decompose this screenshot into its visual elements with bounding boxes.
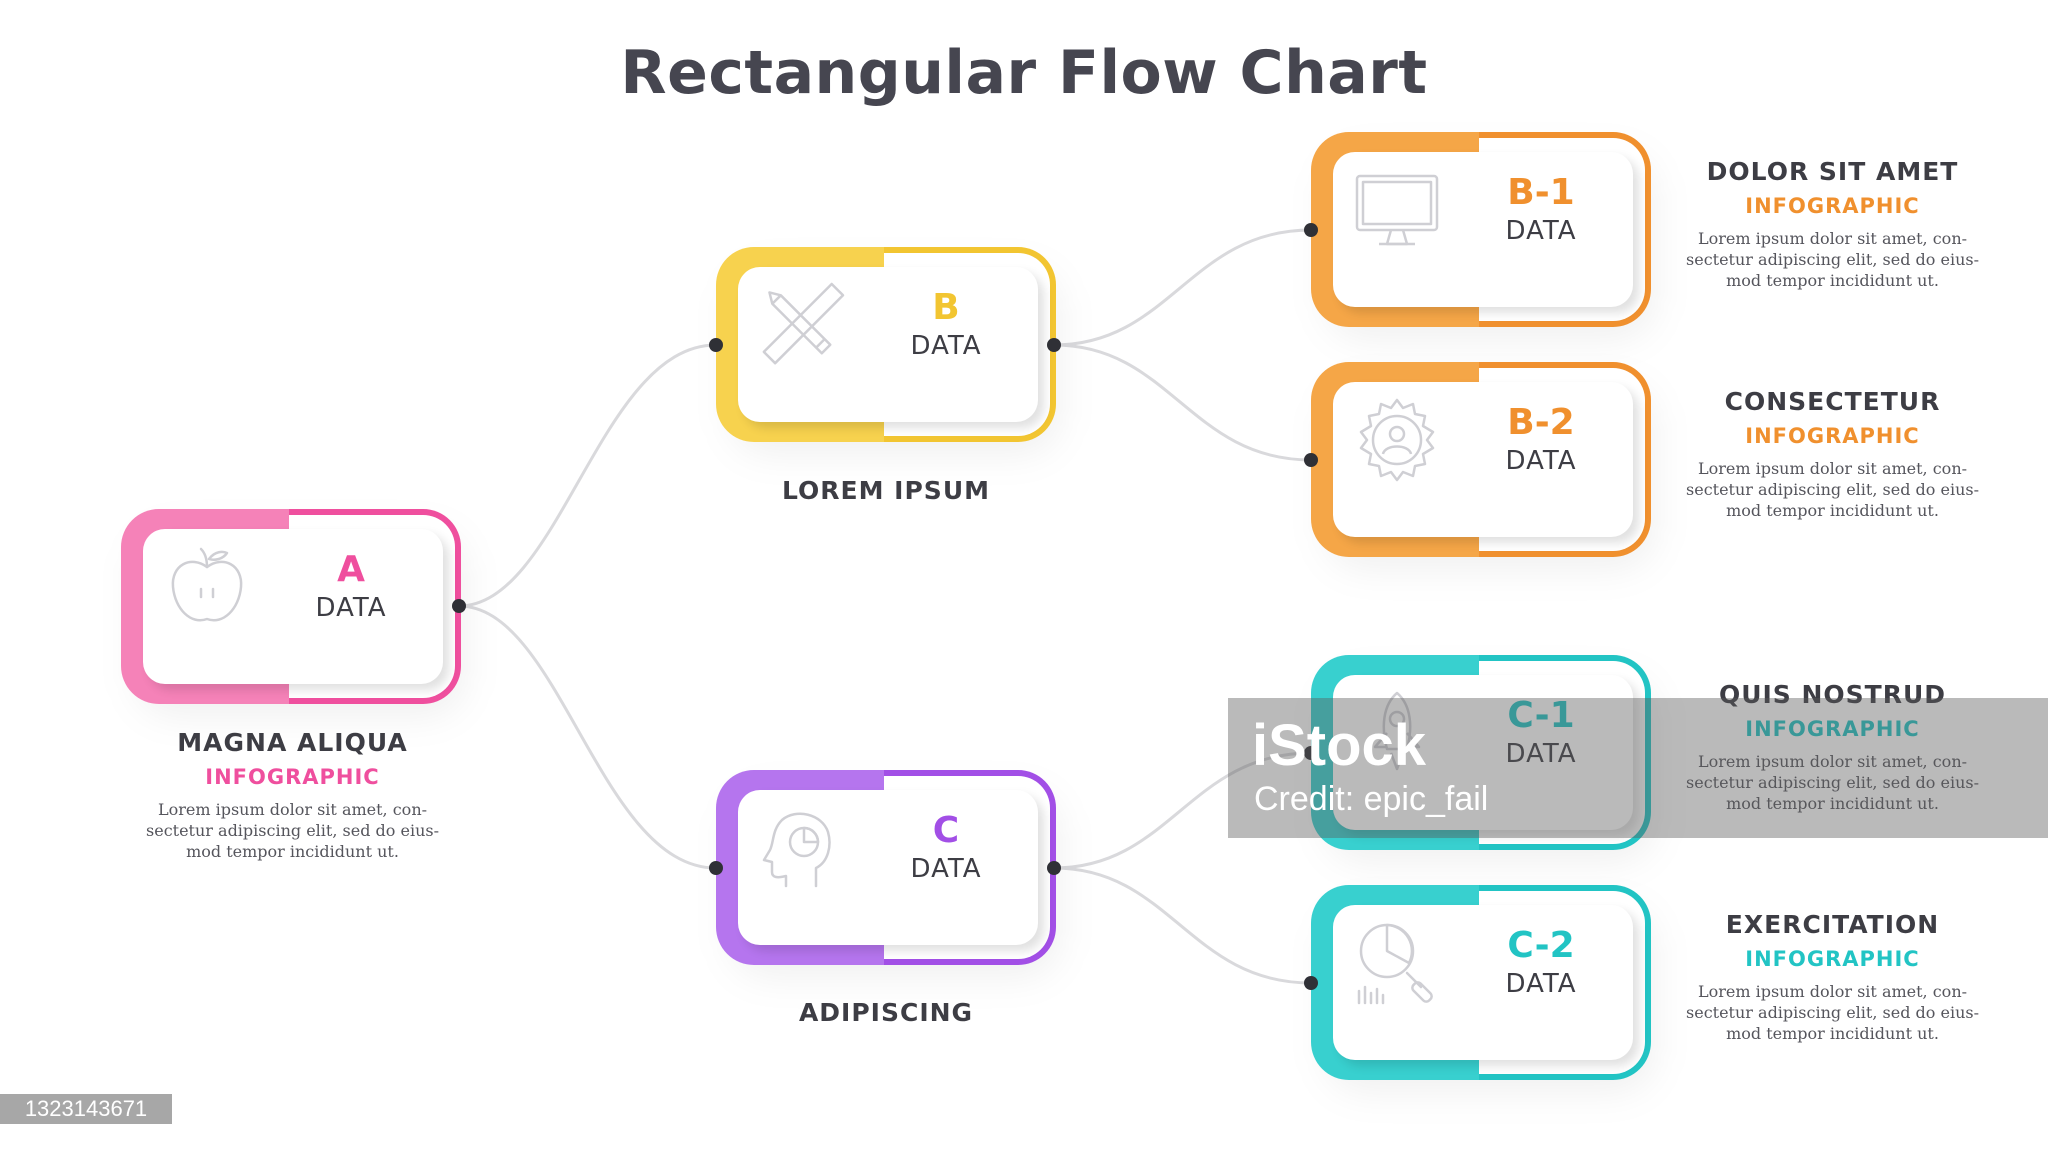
monitor-icon: [1351, 164, 1443, 256]
watermark-overlay: iStock Credit: epic_fail: [1228, 698, 2048, 838]
label-c2-desc: Lorem ipsum dolor sit amet, con-sectetur…: [1686, 982, 1979, 1043]
stock-id-badge: 1323143671: [0, 1094, 172, 1124]
node-letter: A: [337, 549, 365, 590]
label-c1-subtitle: INFOGRAPHIC: [1745, 717, 1920, 741]
connector-a-b: [458, 343, 717, 608]
node-letter: C-1: [1507, 695, 1575, 736]
rocket-icon: [1351, 687, 1443, 779]
node-letter: B: [932, 287, 960, 328]
connector-c-c1: [1053, 751, 1312, 870]
label-c-title: ADIPISCING: [798, 998, 974, 1027]
label-b-title: LOREM IPSUM: [781, 476, 990, 505]
connector-dot: [709, 861, 723, 875]
label-b2-desc: Lorem ipsum dolor sit amet, con-sectetur…: [1686, 459, 1979, 520]
node-letter: C-2: [1507, 925, 1575, 966]
page-title: Rectangular Flow Chart: [620, 38, 1428, 108]
label-b1-subtitle: INFOGRAPHIC: [1745, 194, 1920, 218]
user-gear-icon: [1351, 394, 1443, 486]
node-a: A DATA: [121, 509, 465, 716]
watermark-credit: Credit: epic_fail: [1254, 780, 1489, 818]
node-letter: B-2: [1507, 402, 1575, 443]
apple-icon: [161, 541, 253, 633]
label-c2-title: EXERCITATION: [1725, 910, 1940, 939]
pencil-ruler-icon: [756, 279, 848, 371]
chart-magnifier-icon: [1351, 917, 1443, 1009]
connector-dot: [1047, 861, 1061, 875]
connector-dot: [1304, 223, 1318, 237]
label-a-desc: Lorem ipsum dolor sit amet, con-sectetur…: [146, 800, 439, 861]
connector-dot: [1304, 453, 1318, 467]
node-b1: B-1 DATA: [1311, 132, 1655, 339]
label-b1-desc: Lorem ipsum dolor sit amet, con-sectetur…: [1686, 229, 1979, 290]
connector-dot: [709, 338, 723, 352]
node-data-label: DATA: [1505, 216, 1577, 246]
connector-dot: [452, 599, 466, 613]
label-b2-subtitle: INFOGRAPHIC: [1745, 424, 1920, 448]
head-profile-icon: [756, 802, 848, 894]
node-c1: C-1 DATA: [1311, 655, 1655, 862]
label-a-subtitle: INFOGRAPHIC: [205, 765, 380, 789]
label-b1-title: DOLOR SIT AMET: [1706, 157, 1959, 186]
node-b: B DATA: [716, 247, 1060, 454]
node-letter: B-1: [1507, 172, 1575, 213]
label-b2-title: CONSECTETUR: [1724, 387, 1941, 416]
node-data-label: DATA: [1505, 446, 1577, 476]
node-c: C DATA: [716, 770, 1060, 977]
connector-b-b2: [1053, 343, 1312, 462]
watermark-brand: iStock: [1252, 713, 1427, 778]
connector-dot: [1304, 976, 1318, 990]
node-letter: C: [932, 810, 960, 851]
label-a-title: MAGNA ALIQUA: [177, 728, 408, 757]
label-c2-subtitle: INFOGRAPHIC: [1745, 947, 1920, 971]
connector-dot: [1047, 338, 1061, 352]
connector-dot: [1304, 746, 1318, 760]
label-c1-desc: Lorem ipsum dolor sit amet, con-sectetur…: [1686, 752, 1979, 813]
connector-b-b1: [1053, 228, 1312, 347]
connector-c-c2: [1053, 866, 1312, 985]
connector-a-c: [458, 604, 717, 870]
node-data-label: DATA: [1505, 739, 1577, 769]
node-c2: C-2 DATA: [1311, 885, 1655, 1092]
node-data-label: DATA: [910, 854, 982, 884]
node-data-label: DATA: [315, 593, 387, 623]
node-b2: B-2 DATA: [1311, 362, 1655, 569]
label-c1-title: QUIS NOSTRUD: [1718, 680, 1947, 709]
node-data-label: DATA: [910, 331, 982, 361]
node-data-label: DATA: [1505, 969, 1577, 999]
